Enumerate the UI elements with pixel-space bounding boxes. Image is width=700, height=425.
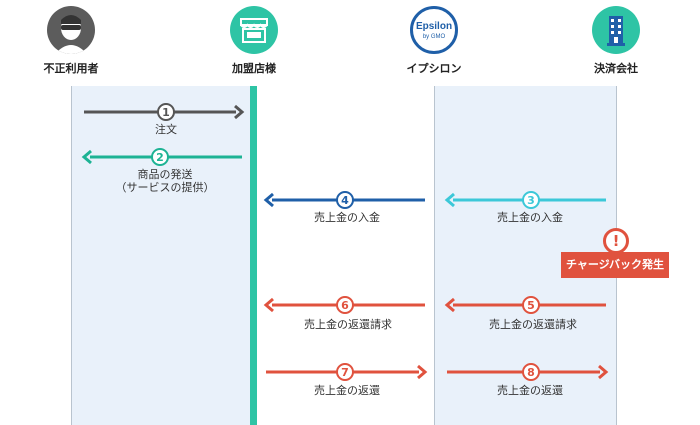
step-6-number-badge	[336, 296, 354, 314]
step-2-label: 商品の発送	[137, 168, 193, 181]
merchant-lane-line	[250, 86, 257, 425]
actor-fraudster: 不正利用者	[16, 6, 126, 76]
actor-merchant: 加盟店様	[199, 6, 309, 76]
fraudster-lane-line-left	[71, 86, 72, 425]
step-6-number: 6	[341, 299, 349, 312]
step-8-number: 8	[527, 366, 535, 379]
step-1-arrow-head	[234, 104, 245, 120]
merchant-label: 加盟店様	[232, 62, 276, 75]
step-5-arrow-head	[444, 297, 455, 313]
step-1-label: 注文	[155, 123, 177, 136]
step-1-number: 1	[162, 106, 170, 119]
step-3-label: 売上金の入金	[497, 211, 563, 224]
step-3-number-badge	[522, 191, 540, 209]
step-4-number-badge	[336, 191, 354, 209]
step-4-label: 売上金の入金	[314, 211, 380, 224]
step-8-arrow-head	[598, 364, 609, 380]
actor-epsilon: Epsilon by GMO イプシロン	[379, 6, 489, 76]
building-icon	[592, 6, 640, 54]
epsilon-logo: Epsilon by GMO	[410, 6, 458, 54]
step-5-label: 売上金の返還請求	[489, 318, 577, 331]
step-7-number: 7	[341, 366, 349, 379]
step-8-label: 売上金の返還	[497, 384, 563, 397]
step-7-number-badge	[336, 363, 354, 381]
fraudster-avatar-icon	[47, 6, 95, 54]
actor-payment-company: 決済会社	[561, 6, 671, 76]
storefront-icon	[230, 6, 278, 54]
payment-company-label: 決済会社	[594, 62, 638, 75]
epsilon-logo-text: Epsilon	[415, 21, 453, 32]
chargeback-alert-box: チャージバック発生	[561, 252, 669, 278]
alert-exclamation-icon: !	[603, 228, 629, 254]
step-3-arrow-head	[444, 192, 455, 208]
step-8-number-badge	[522, 363, 540, 381]
epsilon-lane-line	[434, 86, 435, 425]
step-6-label: 売上金の返還請求	[304, 318, 392, 331]
step-1-number-badge	[157, 103, 175, 121]
step-4-arrow-head	[263, 192, 274, 208]
epsilon-label: イプシロン	[406, 62, 462, 75]
fraudster-lane	[71, 86, 251, 425]
step-2-arrow-head	[81, 149, 92, 165]
epsilon-logo-subtext: by GMO	[422, 34, 446, 40]
step-7-arrow-head	[417, 364, 428, 380]
step-2-sublabel: （サービスの提供）	[115, 181, 215, 194]
step-2-number: 2	[156, 151, 164, 164]
step-7-label: 売上金の返還	[314, 384, 380, 397]
step-2-number-badge	[151, 148, 169, 166]
step-5-number: 5	[527, 299, 535, 312]
step-4-number: 4	[341, 194, 349, 207]
fraudster-label: 不正利用者	[43, 62, 99, 75]
step-5-number-badge	[522, 296, 540, 314]
step-3-number: 3	[527, 194, 535, 207]
step-6-arrow-head	[263, 297, 274, 313]
